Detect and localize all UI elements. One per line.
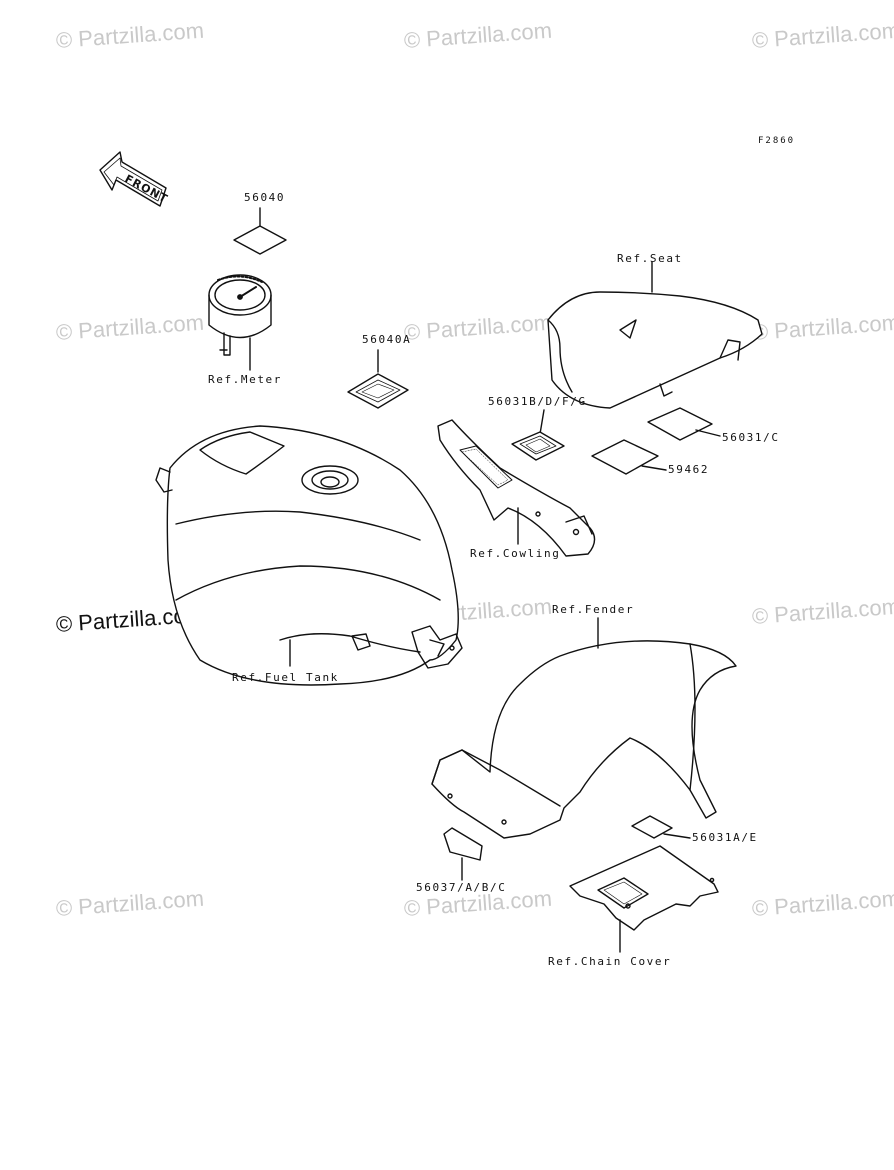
part-label-56040a: 56040A: [362, 333, 412, 346]
ref-label-fuel-tank: Ref.Fuel Tank: [232, 671, 339, 684]
decal-56031bdfg: [511, 409, 565, 461]
decal-56040a: [347, 349, 409, 409]
ref-label-fender: Ref.Fender: [552, 603, 635, 616]
chain-cover-icon: [569, 845, 719, 953]
part-label-56040: 56040: [244, 191, 286, 204]
fuel-tank-icon: [155, 425, 463, 686]
decal-59462: [591, 439, 667, 475]
figure-code: F2860: [758, 136, 796, 146]
fender-icon: [431, 617, 737, 839]
decal-56031ae: [631, 815, 691, 839]
part-label-56031bdfg: 56031B/D/F/G: [488, 395, 587, 408]
ref-label-meter: Ref.Meter: [208, 373, 283, 386]
ref-label-cowling: Ref.Cowling: [470, 547, 561, 560]
part-label-59462: 59462: [668, 463, 710, 476]
ref-label-seat: Ref.Seat: [617, 252, 683, 265]
part-label-56037abc: 56037/A/B/C: [416, 881, 507, 894]
seat-icon: [547, 261, 763, 409]
cowling-icon: [437, 419, 596, 557]
decal-56031c: [647, 407, 721, 441]
ref-label-chain-cover: Ref.Chain Cover: [548, 955, 672, 968]
meter-icon: [208, 274, 272, 371]
part-label-56031c: 56031/C: [722, 431, 780, 444]
part-label-56031ae: 56031A/E: [692, 831, 758, 844]
decal-56040: [233, 207, 287, 255]
decal-56037abc: [443, 827, 483, 881]
front-arrow-icon: FRONT: [99, 151, 170, 207]
